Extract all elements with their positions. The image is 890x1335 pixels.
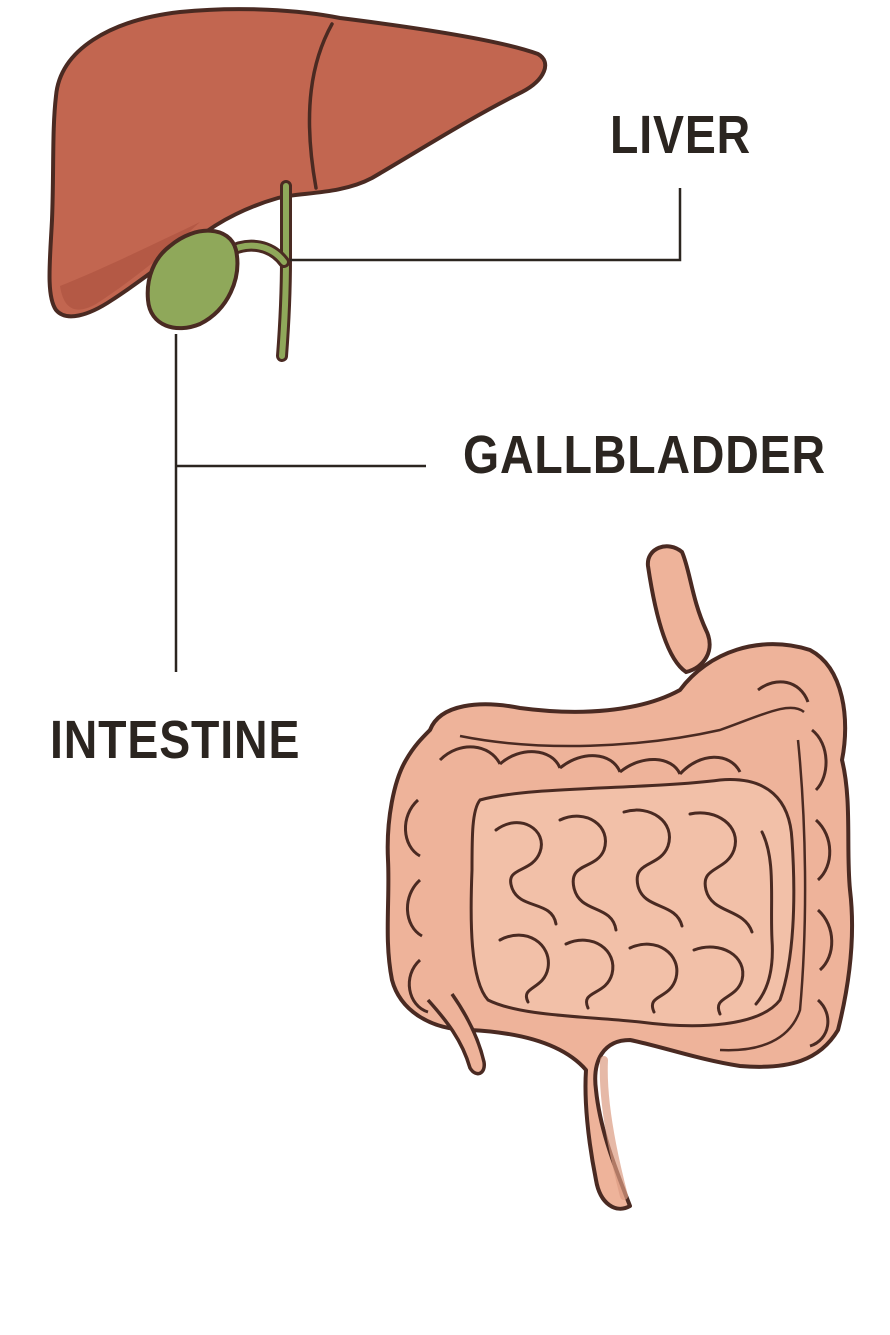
liver-leader-line: [290, 188, 682, 262]
appendix: [426, 992, 486, 1076]
liver-illustration: [47, 7, 548, 319]
leader-lines: [174, 188, 682, 672]
liver-label: LIVER: [610, 105, 752, 165]
gallbladder-label: GALLBLADDER: [463, 425, 826, 485]
rectum-shade: [599, 1056, 628, 1200]
intestine-label: INTESTINE: [50, 710, 301, 770]
liver-shade: [60, 222, 200, 310]
colon-haustra: [404, 680, 834, 1048]
upper-tube: [645, 544, 712, 675]
liver-lobe-line: [307, 22, 334, 190]
gallbladder-sac: [145, 228, 240, 331]
gallbladder-illustration: [145, 180, 292, 362]
colon-inner-line: [459, 706, 805, 748]
small-intestine-coils: [494, 808, 774, 1016]
small-intestine-area: [469, 778, 796, 1028]
colon-inner-line-right: [719, 739, 807, 1052]
intestine-illustration: [385, 544, 855, 1211]
